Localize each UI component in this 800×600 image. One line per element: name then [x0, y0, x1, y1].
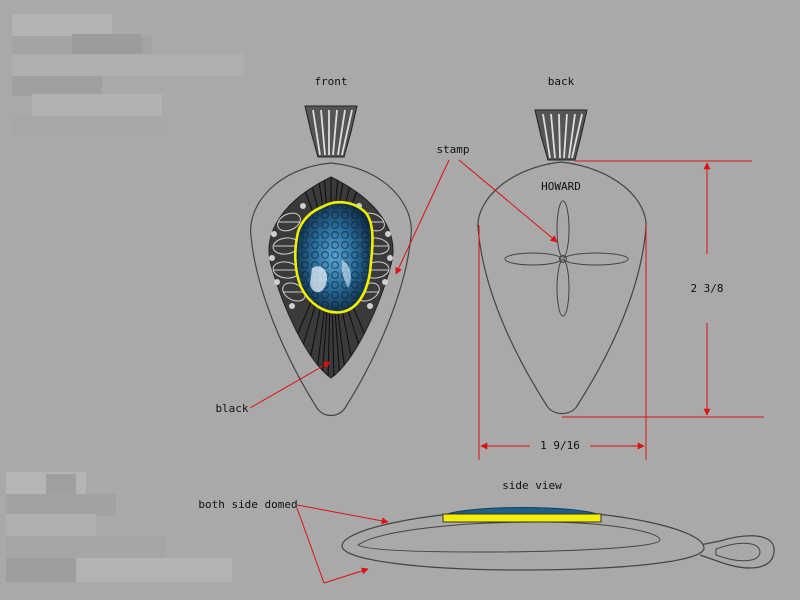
black-callout-label: black — [215, 402, 248, 415]
stamp-callout-label: stamp — [436, 143, 469, 156]
side-bezel — [442, 513, 602, 523]
redacted-block-bottom-left — [6, 472, 232, 584]
back-outline — [477, 161, 647, 415]
back-view-label: back — [548, 75, 575, 88]
howard-stamp-text: HOWARD — [541, 180, 581, 193]
side-inner-dome — [357, 521, 661, 553]
domed-callout-arrows — [296, 504, 389, 584]
back-bail — [534, 109, 588, 161]
front-stone-highlight — [310, 266, 328, 293]
cross-petal-stamp — [504, 200, 629, 317]
black-callout-arrow — [249, 361, 331, 409]
side-view: side view — [341, 479, 775, 571]
front-dot-beads — [269, 203, 393, 309]
side-bail-hole — [715, 542, 761, 562]
stamp-callout-arrows — [395, 159, 558, 275]
back-view: back HOWARD — [477, 75, 647, 415]
dimension-lines — [478, 160, 764, 460]
domed-callout-label: both side domed — [198, 498, 297, 511]
front-bail — [304, 105, 358, 158]
front-stone-highlight-2 — [341, 260, 351, 288]
front-view: front — [250, 75, 412, 417]
redacted-block-top-left — [12, 14, 244, 136]
front-stone-bezel — [294, 200, 374, 314]
side-view-label: side view — [502, 479, 562, 492]
front-view-label: front — [314, 75, 347, 88]
side-outer-dome — [341, 509, 705, 571]
height-dimension-label: 2 3/8 — [690, 282, 723, 295]
width-dimension-label: 1 9/16 — [540, 439, 580, 452]
